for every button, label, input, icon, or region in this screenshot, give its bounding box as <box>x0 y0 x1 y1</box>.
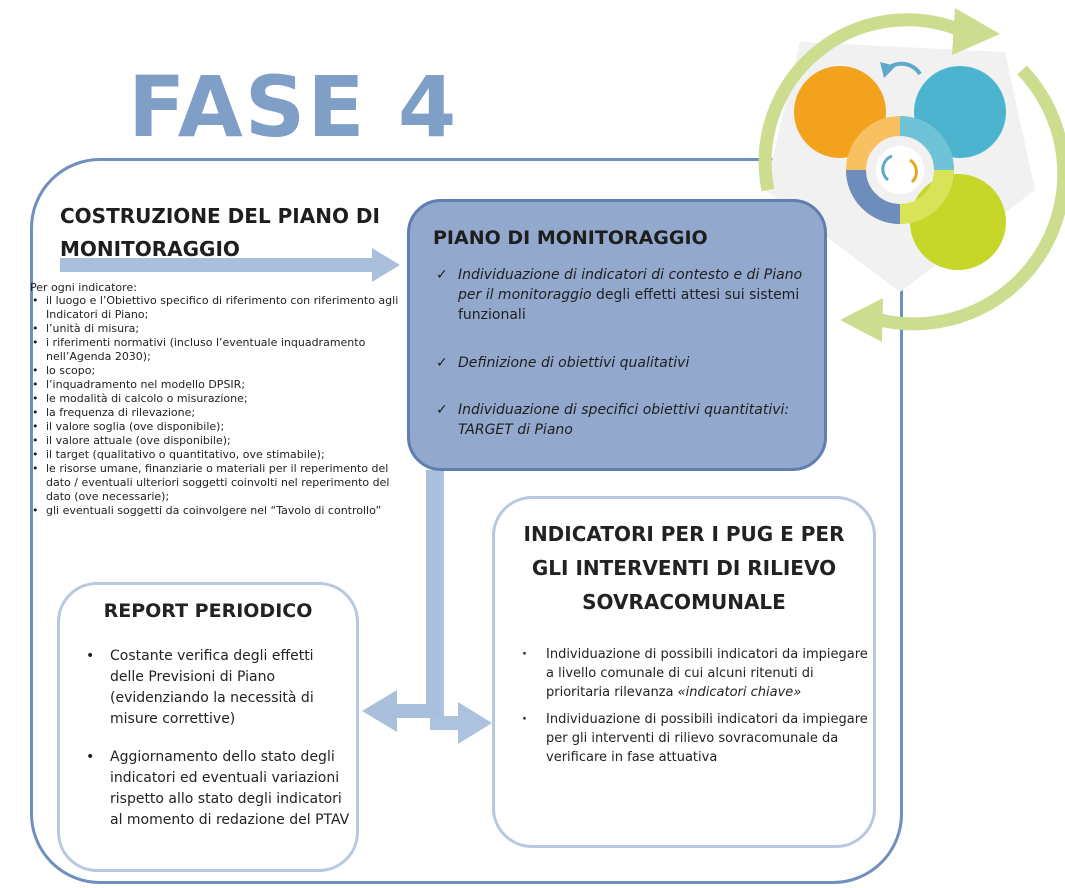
pug-title: INDICATORI PER I PUG E PER GLI INTERVENT… <box>492 517 876 619</box>
report-item: Aggiornamento dello stato degli indicato… <box>86 747 350 831</box>
cycle-small-arrow-1 <box>881 154 893 182</box>
piano-item-1-rest: degli effetti attesi sui sistemi funzion… <box>458 287 800 323</box>
pug-item-1-italic: «indicatori chiave» <box>677 685 802 700</box>
pug-title-line3: SOVRACOMUNALE <box>582 590 786 614</box>
cycle-small-arrowhead <box>880 62 896 78</box>
indicator-item: il target (qualitativo o quantitativo, o… <box>30 448 400 462</box>
cycle-circle-lime <box>910 174 1006 270</box>
check-icon: ✓ <box>436 355 448 371</box>
piano-item-3: ✓ Individuazione di specifici obiettivi … <box>436 400 818 440</box>
piano-title: PIANO DI MONITORAGGIO <box>433 227 708 249</box>
piano-box <box>407 199 827 471</box>
cycle-small-arrow-2 <box>909 158 918 184</box>
cycle-ring-arrowhead-bottom <box>840 298 883 342</box>
indicator-item: la frequenza di rilevazione; <box>30 406 400 420</box>
indicator-item: gli eventuali soggetti da coinvolgere ne… <box>30 504 400 518</box>
arrow-to-pug <box>430 470 492 744</box>
report-title: REPORT PERIODICO <box>103 600 313 622</box>
cycle-ring-arc-right <box>878 65 1065 331</box>
cycle-inner-teal <box>899 116 954 171</box>
indicator-item: il luogo e l’Obiettivo specifico di rife… <box>30 294 400 322</box>
section-title: COSTRUZIONE DEL PIANO DI MONITORAGGIO <box>60 200 420 266</box>
outer-frame <box>30 158 903 884</box>
pug-item-1-text: Individuazione di possibili indicatori d… <box>546 647 868 700</box>
piano-item-1: ✓ Individuazione di indicatori di contes… <box>436 265 818 325</box>
phase-title: FASE 4 <box>128 58 459 156</box>
check-icon: ✓ <box>436 267 448 283</box>
section-title-line1: COSTRUZIONE DEL PIANO DI <box>60 204 380 228</box>
indicator-item: il valore soglia (ove disponibile); <box>30 420 400 434</box>
pug-list: Individuazione di possibili indicatori d… <box>522 645 870 775</box>
indicator-item: le risorse umane, finanziarie o material… <box>30 462 400 504</box>
piano-item-2: ✓ Definizione di obiettivi qualitativi <box>436 353 818 373</box>
indicator-item: l’inquadramento nel modello DPSIR; <box>30 378 400 392</box>
piano-item-1-italic: Individuazione di indicatori di contesto… <box>458 267 803 303</box>
indicator-item: il valore attuale (ove disponibile); <box>30 434 400 448</box>
indicators-list: il luogo e l’Obiettivo specifico di rife… <box>30 294 400 518</box>
pug-item-1: Individuazione di possibili indicatori d… <box>522 645 870 702</box>
report-list: Costante verifica degli effetti delle Pr… <box>86 646 350 848</box>
piano-item-2-text: Definizione di obiettivi qualitativi <box>458 355 690 371</box>
check-icon: ✓ <box>436 402 448 418</box>
section-title-line2: MONITORAGGIO <box>60 237 240 261</box>
cycle-ring-arrowhead-top <box>952 8 1000 55</box>
report-item: Costante verifica degli effetti delle Pr… <box>86 646 350 730</box>
piano-item-3-text: Individuazione di specifici obiettivi qu… <box>458 402 790 438</box>
indicators-intro: Per ogni indicatore: <box>30 281 137 294</box>
pug-title-line1: INDICATORI PER I PUG E PER <box>523 522 845 546</box>
arrow-to-piano <box>60 248 400 282</box>
cycle-inner-blue <box>846 169 901 224</box>
pug-title-line2: GLI INTERVENTI DI RILIEVO <box>531 556 837 580</box>
cycle-ring-arc-top <box>758 13 963 192</box>
cycle-inner-lime <box>899 169 954 224</box>
indicator-item: l’unità di misura; <box>30 322 400 336</box>
indicator-item: le modalità di calcolo o misurazione; <box>30 392 400 406</box>
indicator-item: lo scopo; <box>30 364 400 378</box>
pug-item-2: Individuazione di possibili indicatori d… <box>522 710 870 767</box>
indicator-item: i riferimenti normativi (incluso l’event… <box>30 336 400 364</box>
